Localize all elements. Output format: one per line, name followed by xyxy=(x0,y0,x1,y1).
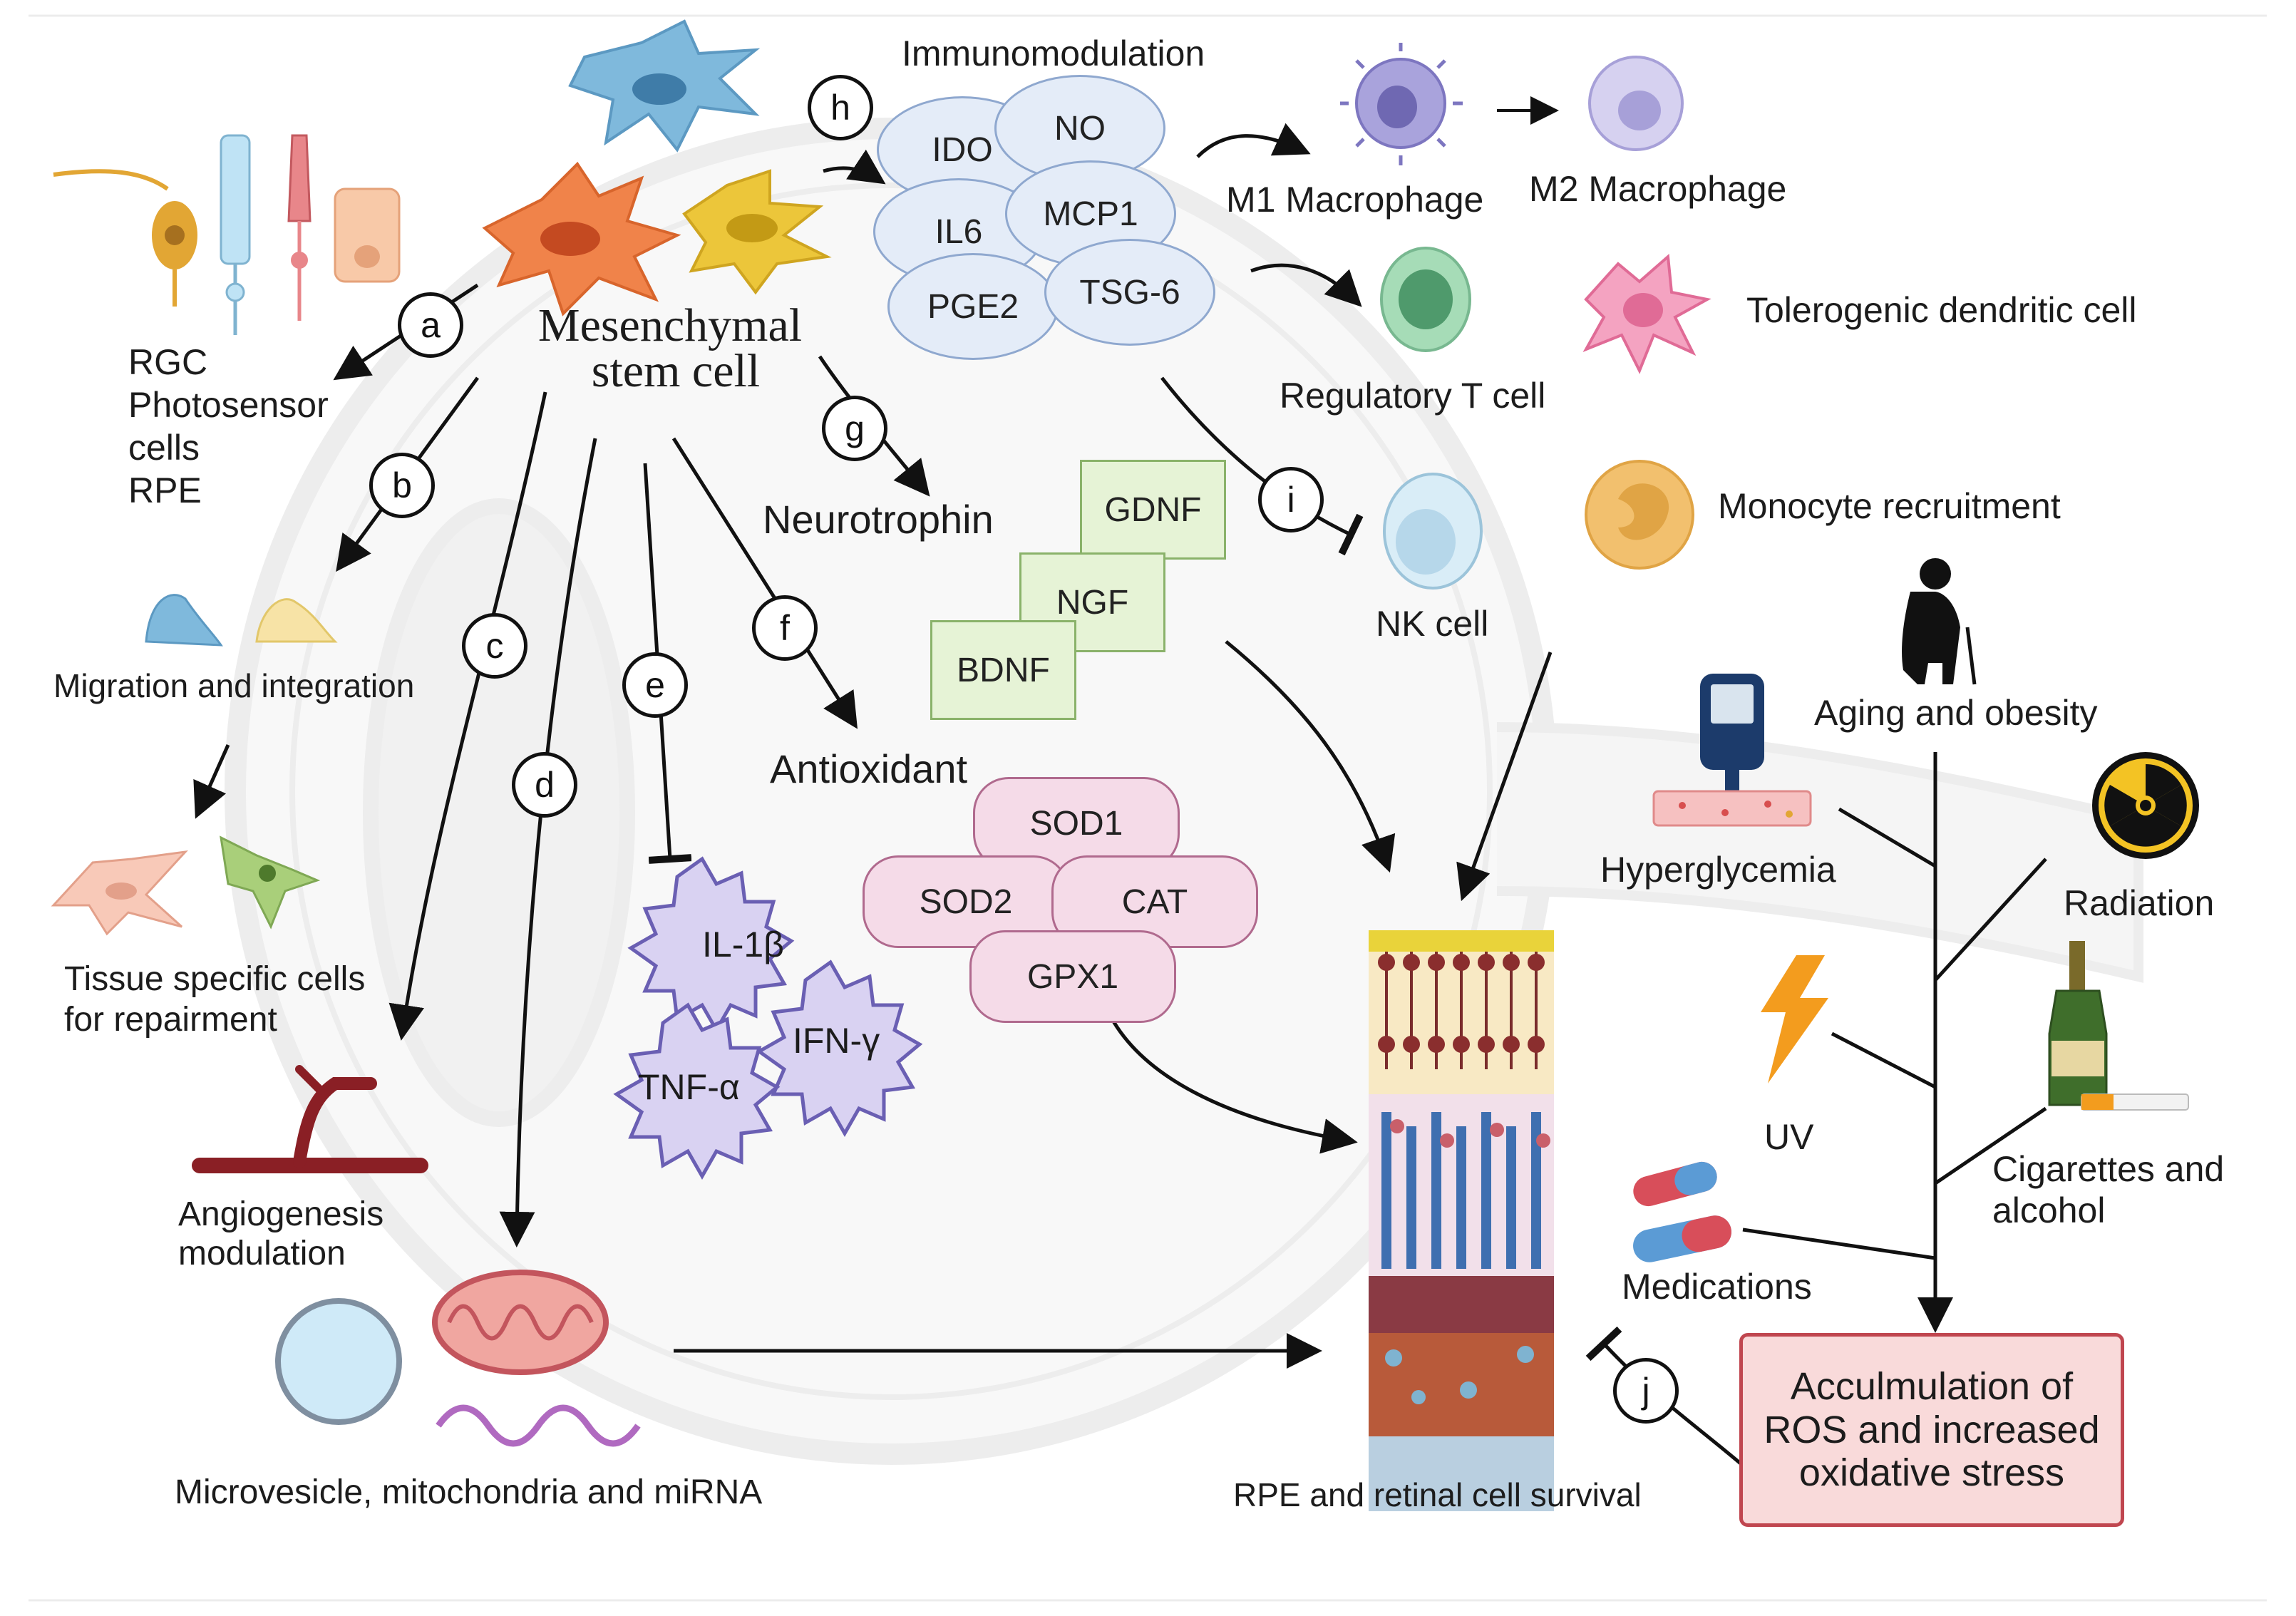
medications-label: Medications xyxy=(1622,1267,1812,1307)
cigarettes-label-line1: Cigarettes and xyxy=(1992,1149,2225,1189)
step-h-label: h xyxy=(808,75,873,140)
angiogenesis-label-line2: modulation xyxy=(178,1235,346,1272)
microvesicle-label: Microvesicle, mitochondria and miRNA xyxy=(175,1473,763,1511)
m1-macrophage-label: M1 Macrophage xyxy=(1226,180,1484,220)
retina-layers-illustration xyxy=(1369,930,1554,1511)
tsg6-ellipse: TSG-6 xyxy=(1044,239,1215,346)
tolerogenic-dendritic-cell-icon xyxy=(1582,253,1711,374)
step-g-label: g xyxy=(822,396,887,461)
regulatory-t-cell-icon xyxy=(1380,247,1471,352)
nk-cell-label: NK cell xyxy=(1376,604,1489,644)
radiation-label: Radiation xyxy=(2064,883,2215,923)
m2-macrophage-icon xyxy=(1588,56,1684,151)
gdnf-box: GDNF xyxy=(1080,460,1226,560)
microvesicle-mitochondria-mirna-icon xyxy=(275,1270,641,1447)
msc-title-line1: Mesenchymal xyxy=(538,299,802,351)
regulatory-t-cell-label: Regulatory T cell xyxy=(1280,376,1546,416)
m1-macrophage-icon xyxy=(1340,43,1463,165)
retinal-cells-icon xyxy=(53,134,401,335)
uv-label: UV xyxy=(1764,1117,1814,1157)
nk-cell-icon xyxy=(1383,473,1483,590)
neurotrophin-label: Neurotrophin xyxy=(763,497,994,542)
bdnf-box: BDNF xyxy=(930,620,1076,720)
step-f-label: f xyxy=(752,595,818,661)
radiation-icon xyxy=(2092,752,2199,859)
cigarettes-label-line2: alcohol xyxy=(1992,1190,2106,1230)
migration-cells-icon xyxy=(145,594,338,647)
tissue-specific-cells-icon xyxy=(51,835,321,936)
step-i-label: i xyxy=(1258,467,1324,532)
migration-label: Migration and integration xyxy=(53,667,415,704)
tolerogenic-dendritic-label: Tolerogenic dendritic cell xyxy=(1746,290,2137,330)
step-c-label: c xyxy=(462,613,527,679)
rpe-label: RPE xyxy=(128,470,202,510)
step-b-label: b xyxy=(369,453,435,518)
ros-oxidative-stress-box: Acculmulation of ROS and increased oxida… xyxy=(1739,1333,2124,1527)
mesenchymal-stem-cell-icon xyxy=(482,19,832,316)
gpx1-box: GPX1 xyxy=(969,930,1176,1023)
pge2-ellipse: PGE2 xyxy=(887,253,1059,360)
monocyte-recruitment-label: Monocyte recruitment xyxy=(1718,486,2061,526)
immunomodulation-title: Immunomodulation xyxy=(902,34,1205,73)
glucose-meter-icon xyxy=(1652,674,1812,827)
step-d-label: d xyxy=(512,752,577,818)
medication-pills-icon xyxy=(1633,1161,1731,1262)
elderly-person-icon xyxy=(1902,558,1977,685)
tissue-label-line2: for repairment xyxy=(64,1001,277,1039)
bottle-and-cigarette-icon xyxy=(2048,941,2189,1111)
hyperglycemia-label: Hyperglycemia xyxy=(1600,850,1836,890)
antioxidant-label: Antioxidant xyxy=(770,746,968,791)
cells-label: cells xyxy=(128,428,200,468)
tnfa-label: TNF-α xyxy=(638,1067,740,1107)
aging-obesity-label: Aging and obesity xyxy=(1814,693,2098,733)
angiogenesis-label-line1: Angiogenesis xyxy=(178,1195,384,1233)
ifng-label: IFN-γ xyxy=(793,1021,880,1061)
uv-lightning-icon xyxy=(1761,955,1828,1084)
il1b-label: IL-1β xyxy=(702,925,784,964)
m2-macrophage-label: M2 Macrophage xyxy=(1529,169,1787,209)
tissue-label-line1: Tissue specific cells xyxy=(64,960,366,998)
arrow-group xyxy=(193,123,2047,1470)
retinal-survival-label: RPE and retinal cell survival xyxy=(1233,1476,1642,1513)
photosensor-label: Photosensor xyxy=(128,385,329,425)
monocyte-icon xyxy=(1585,460,1694,570)
step-e-label: e xyxy=(622,652,688,718)
step-a-label: a xyxy=(398,292,463,358)
msc-title-line2: stem cell xyxy=(592,345,760,397)
rgc-label: RGC xyxy=(128,342,208,382)
blood-vessel-icon xyxy=(192,1065,428,1173)
step-j-label: j xyxy=(1613,1358,1679,1424)
